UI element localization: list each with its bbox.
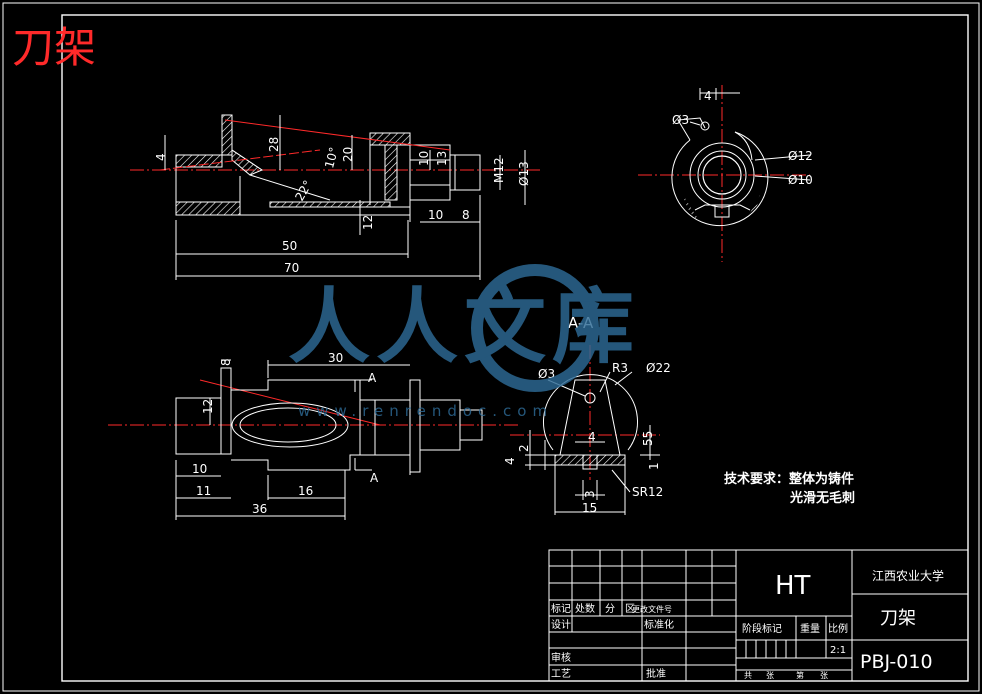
- label-shenhe: 审核: [551, 651, 571, 664]
- watermark-logo-ring: [471, 264, 599, 392]
- label-weight: 重量: [800, 622, 820, 635]
- dim-sec-dia22: Ø22: [646, 361, 671, 375]
- section-mark-a-bottom: A: [370, 471, 379, 485]
- section-view: [510, 345, 660, 515]
- front-view: [130, 114, 540, 280]
- label-gongyi: 工艺: [551, 668, 571, 680]
- label-wenjian: 更改文件号: [632, 604, 672, 614]
- front-view-dimensions: 4 28 20 10° 10 13 M12 Ø13 22° 10 8 12 50…: [154, 137, 531, 275]
- label-scale: 比例: [828, 622, 848, 635]
- section-mark-a-top: A: [368, 371, 377, 385]
- watermark-text-cn: 人人文库: [288, 280, 640, 375]
- label-biaoji: 标记: [551, 603, 571, 615]
- label-stage: 阶段标记: [742, 622, 782, 635]
- dim-sec-1: 1: [647, 462, 661, 470]
- dim-top-8: 8: [219, 358, 233, 366]
- dim-front-28: 28: [267, 137, 281, 152]
- dim-sec-sr12: SR12: [632, 485, 663, 499]
- dim-top-12: 12: [201, 399, 215, 414]
- dim-front-10deg: 10°: [322, 146, 341, 170]
- dim-sec-dia3: Ø3: [538, 367, 555, 381]
- label-sheet-word: 张: [766, 671, 774, 680]
- part-name: 刀架: [880, 608, 916, 629]
- dim-front-70: 70: [284, 261, 299, 275]
- dim-top-11: 11: [196, 484, 211, 498]
- label-qu: 区: [625, 603, 635, 615]
- label-biaozhunhua: 标准化: [644, 618, 674, 631]
- dim-front-13: 13: [435, 151, 449, 166]
- drawing-title: 刀架: [12, 23, 96, 72]
- side-view: [638, 85, 811, 262]
- dim-top-16: 16: [298, 484, 313, 498]
- dim-sec-2: 2: [517, 444, 531, 452]
- dim-sec-4: 4: [588, 430, 596, 444]
- dim-sec-55: 55: [641, 431, 655, 446]
- dim-top-10: 10: [192, 462, 207, 476]
- inner-frame: [61, 14, 969, 682]
- dim-top-30: 30: [328, 351, 343, 365]
- watermark: 人人文库 www.renrendoc.com: [288, 264, 640, 420]
- top-view: [108, 359, 520, 520]
- material: HT: [775, 571, 811, 601]
- label-sheet-word2: 张: [820, 671, 828, 680]
- dim-side-dia12: Ø12: [788, 149, 813, 163]
- dim-top-36: 36: [252, 502, 267, 516]
- dim-front-12: 12: [361, 215, 375, 230]
- dim-front-22deg: 22°: [292, 178, 315, 203]
- dim-front-4: 4: [154, 153, 168, 161]
- dim-front-10b: 10: [428, 208, 443, 222]
- dim-sec-3: 3: [583, 490, 597, 498]
- tech-requirements-line2: 光滑无毛刺: [789, 490, 855, 506]
- dim-side-dia3: Ø3: [672, 113, 689, 127]
- title-block: [548, 549, 969, 682]
- dim-side-4: 4: [704, 89, 712, 103]
- drawing-code: PBJ-010: [860, 651, 933, 673]
- side-view-dimensions: 4 Ø3 Ø12 Ø10: [672, 89, 813, 187]
- dim-front-dia13: Ø13: [517, 161, 531, 186]
- dim-front-8: 8: [462, 208, 470, 222]
- tech-requirements-line1: 技术要求：整体为铸件: [724, 471, 854, 487]
- label-sheji: 设计: [551, 618, 571, 631]
- dim-side-dia10: Ø10: [788, 173, 813, 187]
- label-fen: 分: [605, 603, 615, 615]
- watermark-url: www.renrendoc.com: [298, 402, 553, 420]
- label-sheet-no: 第: [796, 670, 804, 680]
- dim-front-20: 20: [341, 147, 355, 162]
- dim-sec-r3: R3: [612, 361, 628, 375]
- dim-front-10: 10: [417, 151, 431, 166]
- dim-front-m12: M12: [492, 157, 506, 183]
- dim-front-50: 50: [282, 239, 297, 253]
- title-block-text: HT 江西农业大学 刀架 PBJ-010 标记 处数 分 区 更改文件号 设计 …: [551, 568, 944, 680]
- dim-sec-4b: 4: [503, 457, 517, 465]
- label-sheet-total: 共: [744, 671, 752, 680]
- top-view-dimensions: 30 8 12 10 11 16 36 A A: [192, 351, 379, 516]
- scale-value: 2:1: [830, 645, 846, 656]
- label-pizhun: 批准: [646, 667, 666, 680]
- label-chushu: 处数: [575, 602, 595, 615]
- school-name: 江西农业大学: [872, 568, 944, 583]
- dim-sec-15: 15: [582, 501, 597, 515]
